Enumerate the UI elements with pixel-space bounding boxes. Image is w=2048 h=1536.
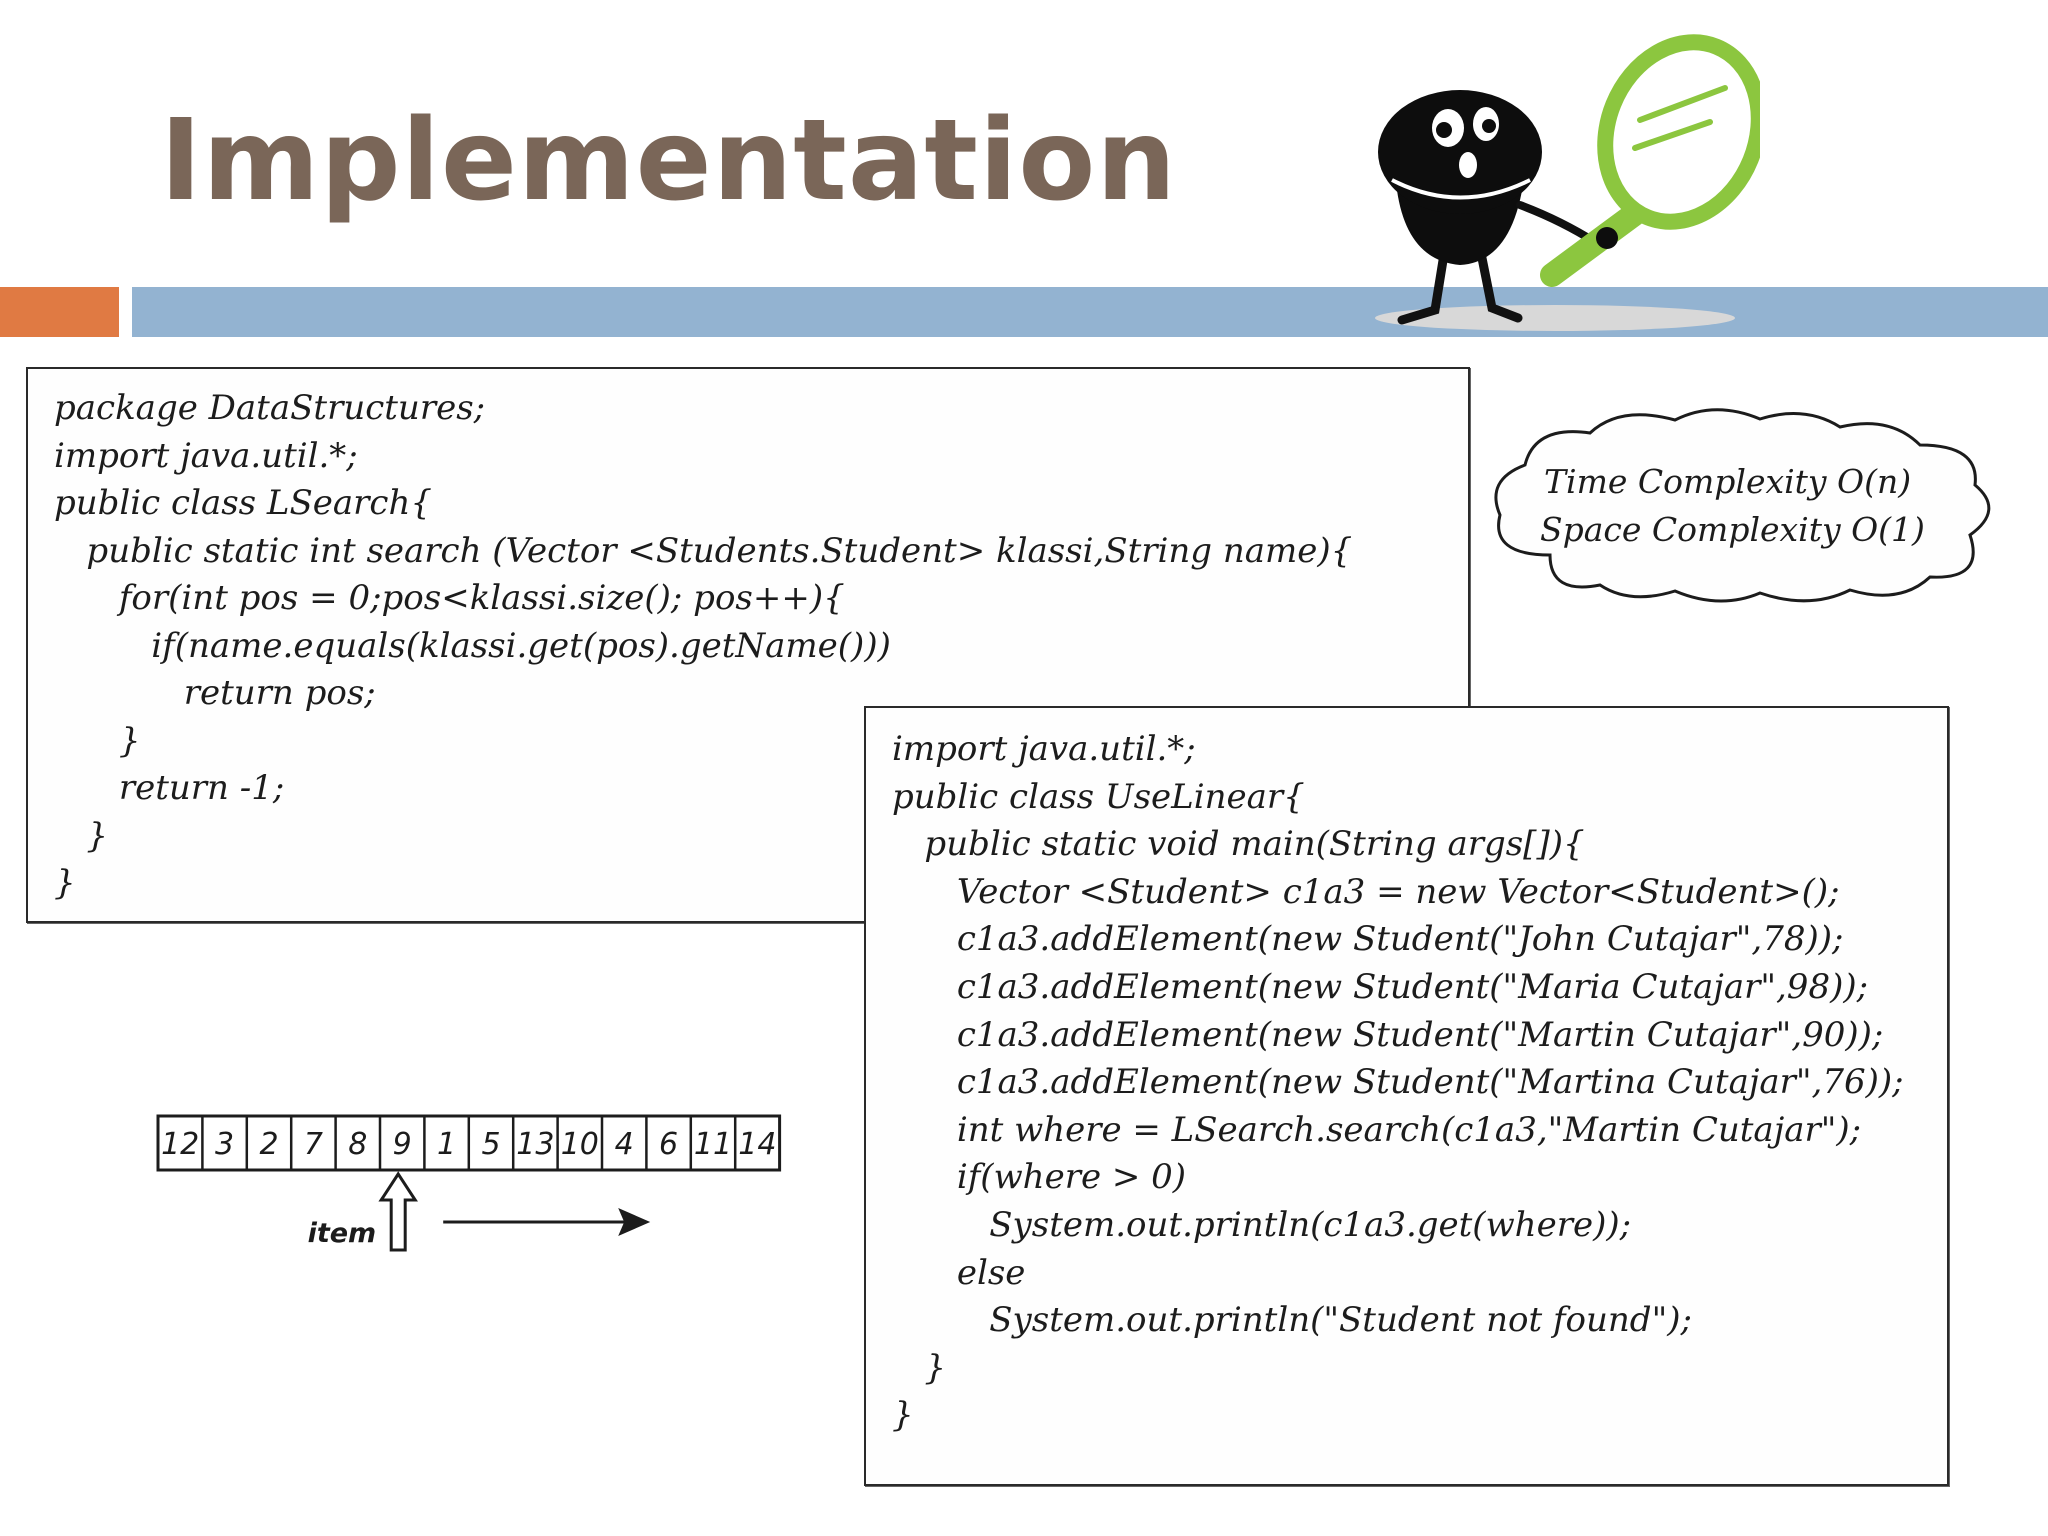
mascot-right-leg bbox=[1475, 243, 1523, 323]
header-divider-bar bbox=[132, 287, 2048, 337]
mascot-left-leg bbox=[1397, 243, 1450, 325]
right_code-line: c1a3.addElement(new Student("Martina Cut… bbox=[892, 1062, 1904, 1103]
array-cell-value: 6 bbox=[659, 1127, 678, 1162]
array-cell-value: 10 bbox=[561, 1127, 599, 1162]
item-pointer-label: item bbox=[308, 1218, 377, 1249]
space-complexity: Space Complexity O(1) bbox=[1540, 510, 1925, 549]
right_code-line: c1a3.addElement(new Student("Martin Cuta… bbox=[892, 1014, 1884, 1055]
array-cell-value: 11 bbox=[694, 1127, 732, 1162]
array-cell-value: 14 bbox=[738, 1127, 776, 1162]
left_code-line: import java.util.*; bbox=[54, 435, 358, 476]
right_code-line: else bbox=[892, 1252, 1026, 1293]
array-cell-value: 4 bbox=[615, 1127, 634, 1162]
complexity-cloud: Time Complexity O(n) Space Complexity O(… bbox=[1480, 405, 2000, 605]
array-cell-value: 7 bbox=[304, 1127, 323, 1162]
left_code-line: } bbox=[54, 720, 141, 761]
left_code-line: return pos; bbox=[54, 673, 376, 713]
array-cell-value: 2 bbox=[259, 1127, 278, 1162]
mascot-shadow bbox=[1375, 305, 1735, 331]
right_code-line: c1a3.addElement(new Student("Maria Cutaj… bbox=[892, 967, 1869, 1007]
right_code-line: } bbox=[892, 1395, 914, 1436]
mascot-arm bbox=[1516, 201, 1599, 246]
right_code-line: int where = LSearch.search(c1a3,"Martin … bbox=[892, 1109, 1862, 1150]
right_code-line: Vector <Student> c1a3 = new Vector<Stude… bbox=[892, 871, 1840, 912]
array-cell-value: 9 bbox=[393, 1127, 412, 1162]
mascot-head bbox=[1378, 90, 1542, 214]
item-pointer-arrow-icon bbox=[378, 1171, 418, 1252]
left_code-line: } bbox=[54, 815, 109, 856]
left_code-line: package DataStructures; bbox=[54, 388, 486, 428]
mascot-hand bbox=[1596, 227, 1618, 249]
left_code-line: return -1; bbox=[54, 768, 285, 808]
right_code-line: if(where > 0) bbox=[892, 1157, 1187, 1198]
right_code-line: c1a3.addElement(new Student("John Cutaja… bbox=[892, 919, 1844, 960]
mascot-rim-line bbox=[1391, 178, 1531, 200]
right_code-line: } bbox=[892, 1347, 947, 1388]
left_code-line: public static int search (Vector <Studen… bbox=[54, 530, 1353, 571]
array-cell-value: 3 bbox=[215, 1127, 234, 1162]
right_code-line: public class UseLinear{ bbox=[892, 776, 1305, 817]
array-cell-value: 13 bbox=[516, 1127, 554, 1162]
magnifier-handle bbox=[1540, 198, 1652, 287]
slide-title: Implementation bbox=[160, 96, 1178, 226]
array-cell-value: 5 bbox=[481, 1127, 500, 1162]
right_code-line: public static void main(String args[]){ bbox=[892, 824, 1585, 865]
left_code-line: for(int pos = 0;pos<klassi.size(); pos++… bbox=[54, 578, 845, 618]
left_code-line: if(name.equals(klassi.get(pos).getName()… bbox=[54, 625, 891, 666]
accent-bar bbox=[0, 287, 119, 337]
cloud-shape bbox=[1494, 408, 1991, 603]
array-cell-value: 1 bbox=[437, 1127, 456, 1162]
search-direction-arrowhead-icon bbox=[618, 1208, 651, 1236]
right_code-line: System.out.println(c1a3.get(where)); bbox=[892, 1205, 1632, 1245]
array-cell-value: 8 bbox=[348, 1127, 367, 1162]
array-cell-value: 12 bbox=[161, 1127, 199, 1162]
left_code-line: } bbox=[54, 863, 76, 903]
left_code-line: public class LSearch{ bbox=[54, 483, 433, 523]
right_code-line: System.out.println("Student not found"); bbox=[892, 1300, 1692, 1341]
magnifier-lens bbox=[1597, 34, 1760, 230]
mascot-mouth bbox=[1459, 152, 1477, 178]
uselinear-code-panel: import java.util.*; public class UseLinea… bbox=[864, 706, 1949, 1486]
time-complexity: Time Complexity O(n) bbox=[1544, 462, 1912, 501]
mascot-magnifier-icon bbox=[1375, 34, 1760, 331]
right_code-line: import java.util.*; bbox=[892, 729, 1196, 769]
